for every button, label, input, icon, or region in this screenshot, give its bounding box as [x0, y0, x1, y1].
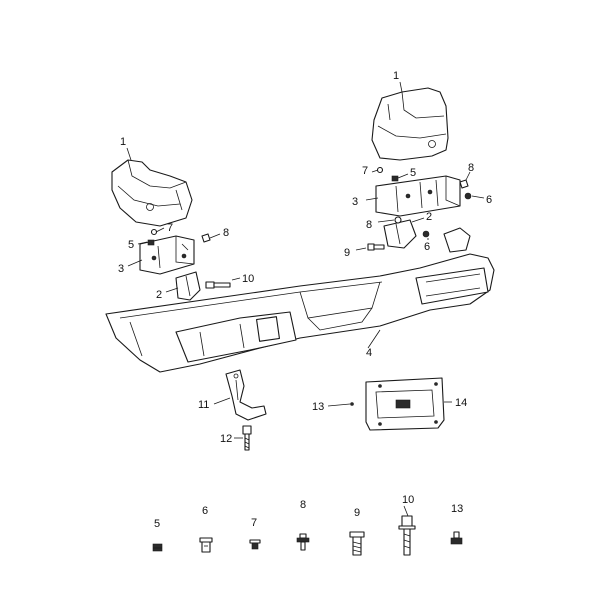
leader-lines: [126, 81, 485, 517]
callout-8-right-mid: 8: [366, 219, 372, 231]
rear-bumper: [105, 227, 495, 373]
legend-part-10: [398, 515, 416, 556]
callout-9-right: 9: [344, 247, 350, 259]
callout-3-right: 3: [352, 196, 358, 208]
legend-label-7: 7: [251, 517, 257, 529]
fastener-7-left: [150, 228, 158, 236]
right-mount-bracket: [375, 175, 461, 217]
callout-8-left: 8: [223, 227, 229, 239]
left-small-bracket: [175, 271, 201, 301]
callout-1-left: 1: [120, 136, 126, 148]
fastener-6-right-low: [422, 230, 430, 238]
legend-label-5: 5: [154, 518, 160, 530]
fastener-5-left: [147, 239, 155, 246]
callout-numbers: 1 1 7 8 5 3 2 10 7 5 8 3 6 8 2 9 6 4 11 …: [118, 70, 492, 445]
fastener-8-right-mid: [394, 216, 402, 224]
callout-8-right-top: 8: [468, 162, 474, 174]
right-end-cap: [371, 87, 449, 161]
callout-3-left: 3: [118, 263, 124, 275]
legend-label-9: 9: [354, 507, 360, 519]
fastener-9-right: [367, 243, 385, 251]
legend-label-8: 8: [300, 499, 306, 511]
callout-6-right-low: 6: [424, 241, 430, 253]
callout-1-right: 1: [393, 70, 399, 82]
callout-5-left: 5: [128, 239, 134, 251]
legend-label-13: 13: [451, 503, 463, 515]
legend-part-7: [249, 539, 261, 550]
legend-part-5: [152, 543, 163, 552]
legend-part-8: [296, 533, 310, 551]
fastener-8-right-top: [459, 179, 469, 189]
callout-14: 14: [455, 397, 467, 409]
right-small-bracket: [383, 219, 417, 249]
callout-11: 11: [198, 399, 209, 411]
callout-12: 12: [220, 433, 232, 445]
fastener-8-left: [201, 233, 221, 243]
fastener-10-left: [205, 281, 231, 289]
left-end-cap: [111, 159, 193, 227]
legend-part-13: [450, 531, 463, 545]
fastener-13: [350, 402, 354, 406]
legend-label-6: 6: [202, 505, 208, 517]
fastener-5-right: [391, 175, 399, 182]
legend-part-9: [349, 531, 365, 556]
callout-2-right: 2: [426, 211, 432, 223]
callout-2-left: 2: [156, 289, 162, 301]
fastener-6-right: [464, 192, 472, 200]
fastener-7-right: [376, 166, 384, 174]
legend-label-10: 10: [402, 494, 414, 506]
legend-part-6: [199, 537, 213, 553]
left-mount-bracket: [139, 235, 195, 275]
hitch-plate: [365, 377, 445, 431]
tow-hook-bolt: [242, 425, 252, 451]
callout-13: 13: [312, 401, 324, 413]
callout-6-right: 6: [486, 194, 492, 206]
callout-7-right: 7: [362, 165, 368, 177]
callout-7-left: 7: [167, 222, 173, 234]
callout-5-right: 5: [410, 167, 416, 179]
callout-10-left: 10: [242, 273, 254, 285]
fastener-legend: 5 6 7 8 9 10 13: [152, 494, 463, 556]
callout-4: 4: [366, 347, 372, 359]
tow-hook: [225, 369, 267, 421]
